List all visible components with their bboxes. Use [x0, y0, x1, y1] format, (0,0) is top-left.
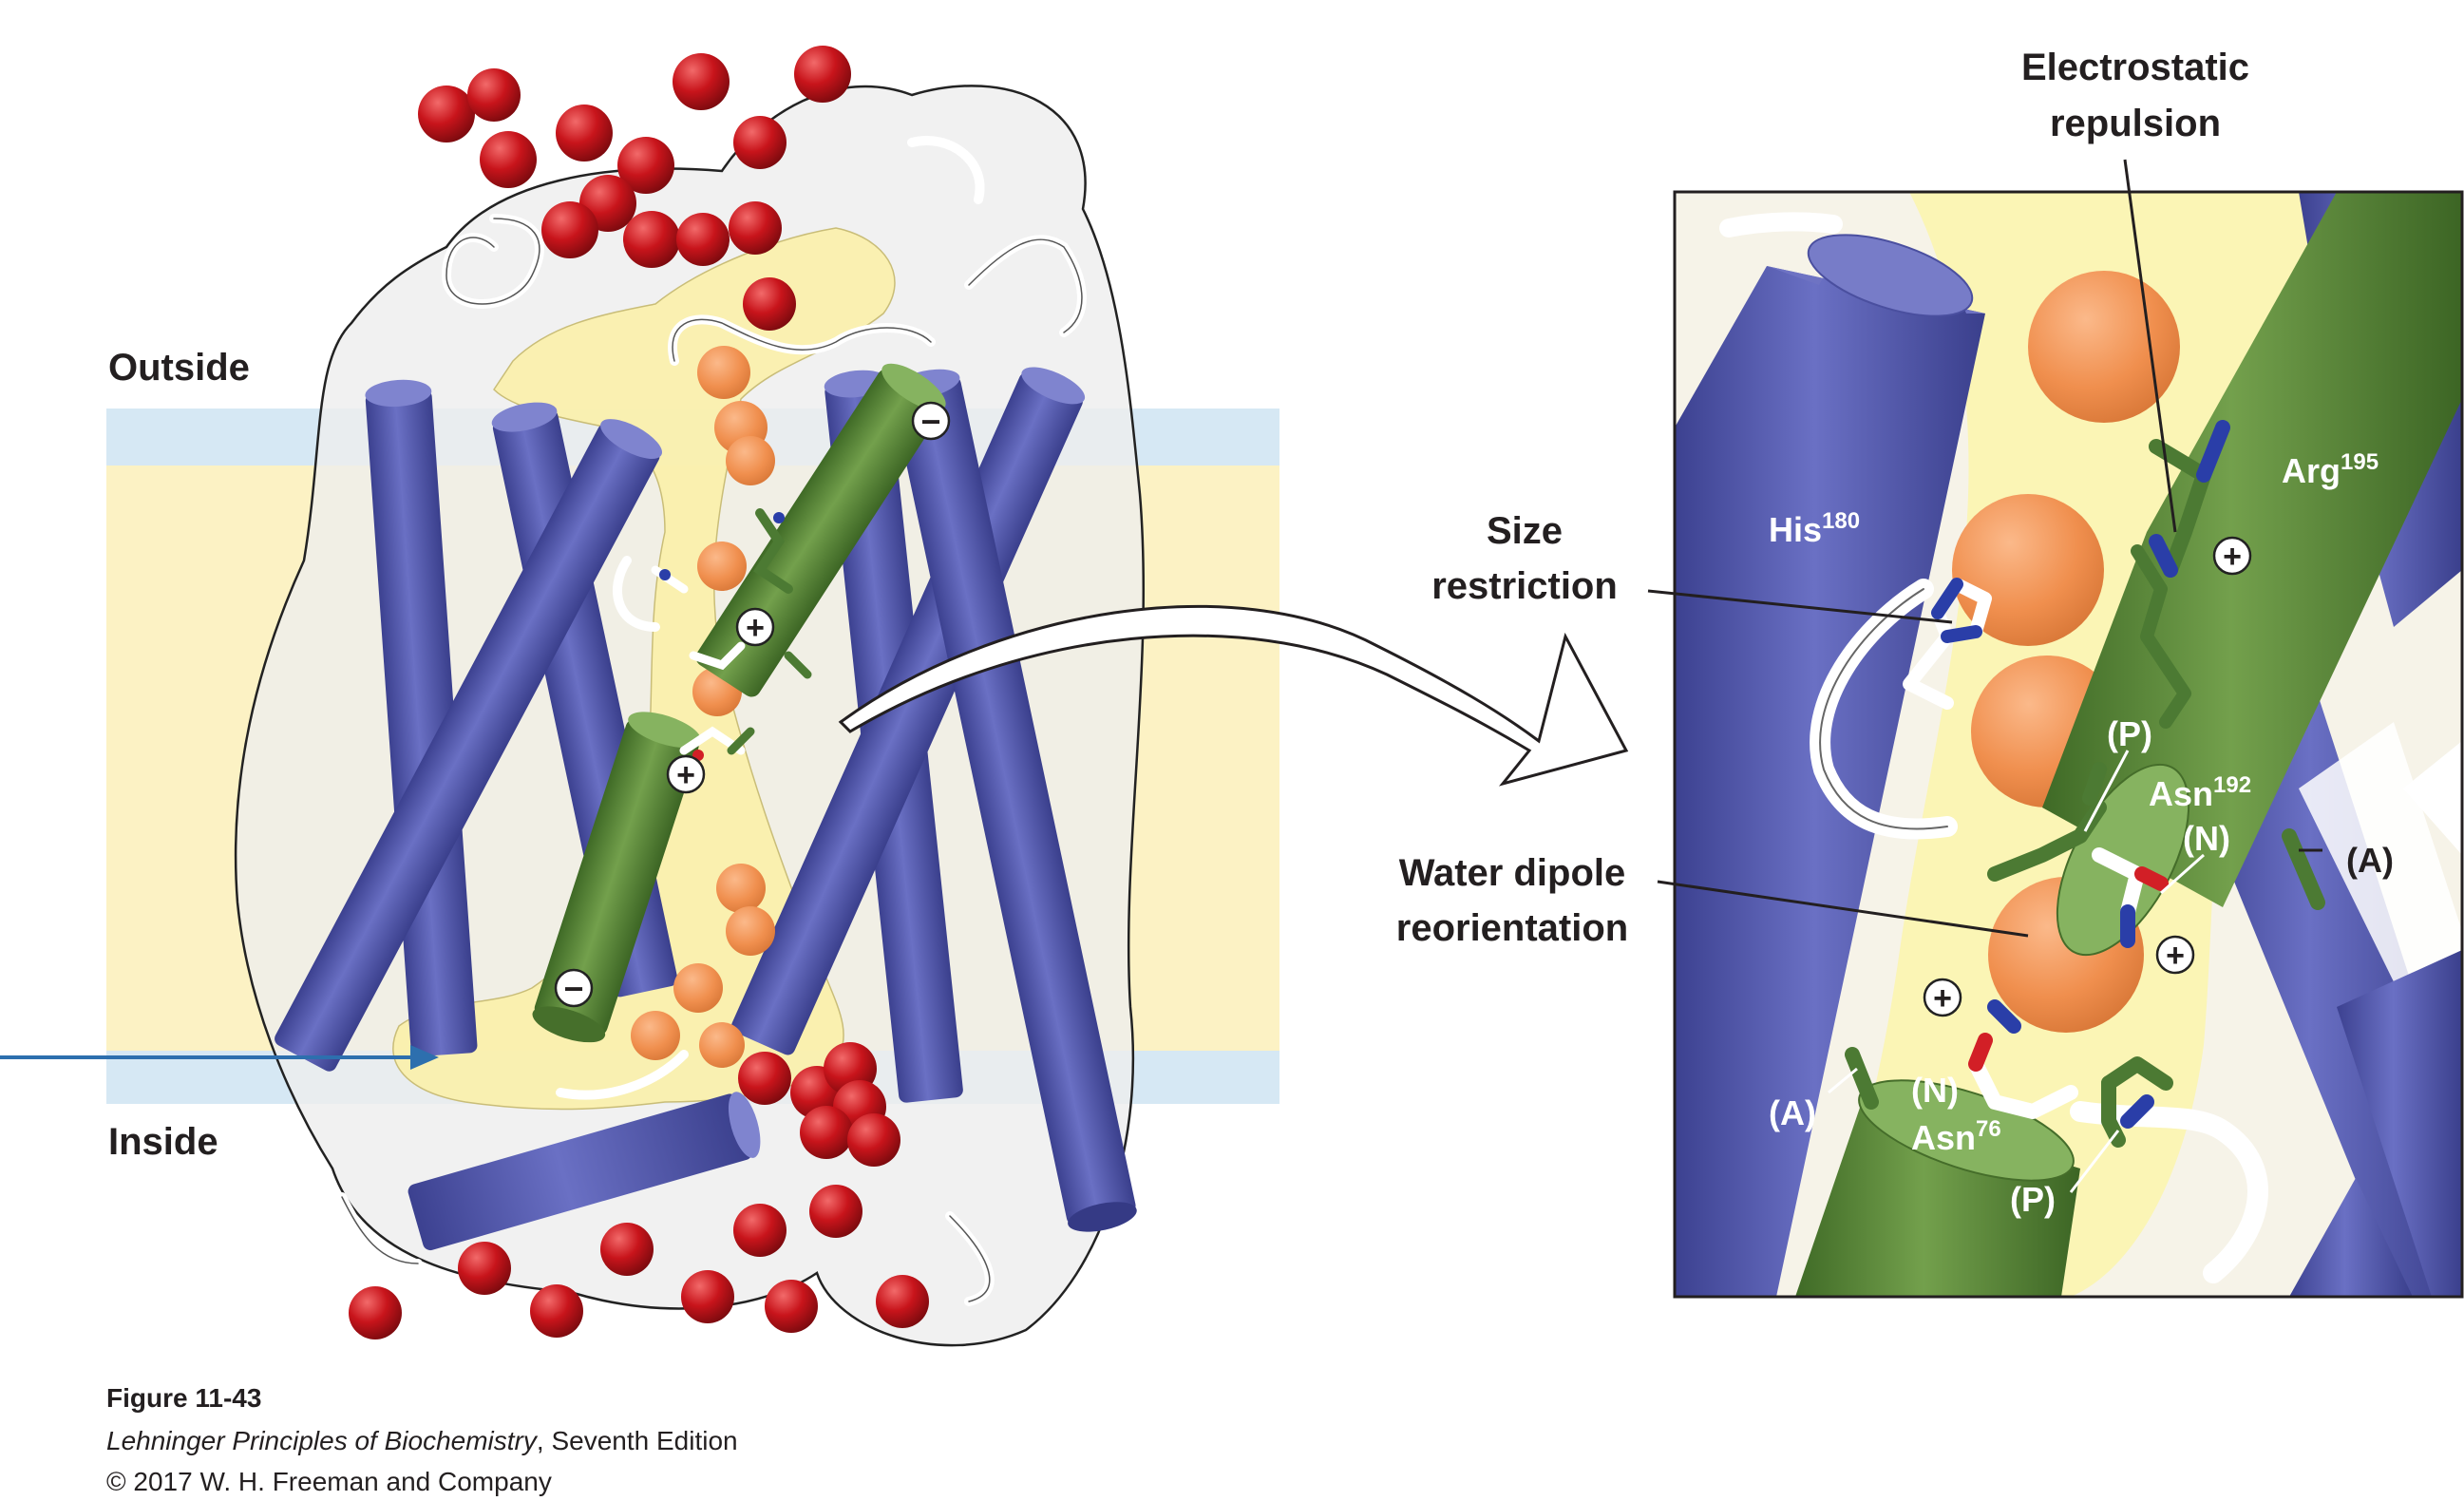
figure-copyright: © 2017 W. H. Freeman and Company	[106, 1467, 552, 1496]
inside-label: Inside	[108, 1121, 218, 1163]
inset-green-helix-lower	[1795, 1079, 2080, 1297]
label-a-left: (A)	[1769, 1093, 1816, 1132]
pore-water	[726, 906, 775, 956]
charge-negative-top: −	[911, 401, 951, 441]
inset-label-leaders	[1828, 750, 2205, 1193]
bulk-water	[541, 201, 598, 258]
bulk-water	[676, 213, 730, 266]
overview-panel: − + + − Outside Inside	[0, 46, 1629, 1347]
pore-water	[699, 1022, 745, 1068]
pore-water	[631, 1011, 680, 1060]
bulk-water	[349, 1286, 402, 1340]
bulk-water	[673, 53, 730, 110]
helix-blue-1	[365, 379, 478, 1057]
bulk-water	[809, 1185, 862, 1238]
atom-n	[659, 569, 671, 580]
bulk-water	[480, 131, 537, 188]
detail-inset: + + + His180 Arg195 Asn192 Asn76 (P) (N)…	[1396, 47, 2464, 1299]
bulk-water	[530, 1284, 583, 1338]
pore-waters	[631, 346, 775, 1068]
loop-outlines	[341, 218, 1083, 1302]
bulk-waters	[349, 46, 929, 1340]
book-title: Lehninger Principles of Biochemistry	[106, 1426, 537, 1455]
helix-blue-4	[275, 419, 662, 1072]
atom-n	[773, 512, 785, 523]
charge-symbol: +	[746, 610, 765, 646]
size-leader	[1647, 589, 1953, 624]
vestibule-pointer-arrow	[0, 1045, 439, 1070]
charge-negative-bottom: −	[554, 968, 594, 1008]
bulk-water	[738, 1052, 791, 1105]
charge-symbol: +	[1933, 980, 1952, 1016]
charge-positive-upper: +	[735, 607, 775, 647]
pore-water	[726, 436, 775, 485]
inset-side-chains	[1845, 420, 2325, 1148]
electrostatic-leader	[2123, 159, 2177, 533]
charge-symbol: +	[2166, 938, 2185, 974]
helix-green-lower	[532, 712, 701, 1043]
bulk-water	[743, 277, 796, 331]
asn192-label: Asn192	[2149, 772, 2251, 813]
bulk-water	[623, 211, 680, 268]
bulk-water	[876, 1275, 929, 1328]
pore-water	[673, 963, 723, 1013]
size-label-line1: Size	[1487, 510, 1563, 552]
his180-label: His180	[1769, 508, 1860, 549]
charge-symbol: +	[2223, 539, 2242, 575]
bulk-water	[794, 46, 851, 103]
label-n-upper: (N)	[2183, 819, 2230, 858]
electrostatic-label-line2: repulsion	[2050, 103, 2221, 144]
pore-water	[697, 346, 750, 399]
bulk-water	[847, 1113, 900, 1167]
inset-charges: + + +	[1923, 536, 2252, 1017]
charge-symbol: +	[676, 757, 695, 793]
label-n-lower: (N)	[1911, 1071, 1959, 1110]
book-edition: , Seventh Edition	[536, 1426, 738, 1455]
pore-water	[716, 864, 766, 913]
inset-frame	[1673, 190, 2464, 1299]
bulk-water	[617, 137, 674, 194]
bulk-water	[800, 1106, 853, 1159]
charge-symbol: −	[920, 402, 940, 441]
bulk-water	[733, 1204, 787, 1257]
bulk-water	[467, 68, 521, 122]
size-label-line2: restriction	[1431, 565, 1618, 607]
overview-side-chains	[651, 508, 812, 761]
label-p-upper: (P)	[2107, 714, 2152, 753]
arg195-label: Arg195	[2282, 449, 2379, 490]
asn76-label: Asn76	[1911, 1116, 2001, 1157]
bulk-water	[765, 1280, 818, 1333]
figure-source: Lehninger Principles of Biochemistry, Se…	[106, 1422, 738, 1460]
water-label-line2: reorientation	[1396, 907, 1628, 949]
inset-water	[2028, 271, 2180, 423]
water-leader	[1657, 880, 2029, 938]
charge-positive-asn76: +	[1923, 978, 1962, 1017]
overview-charges: − + + −	[554, 401, 951, 1008]
charge-symbol: −	[563, 969, 583, 1008]
bulk-water	[733, 116, 787, 169]
label-a-right: (A)	[2346, 841, 2394, 880]
bulk-water	[458, 1242, 511, 1295]
electrostatic-label-line1: Electrostatic	[2021, 47, 2249, 88]
bulk-water	[681, 1270, 734, 1323]
pore-water	[697, 542, 747, 591]
helix-blue-7-horizontal	[408, 1092, 761, 1251]
bulk-water	[600, 1223, 654, 1276]
charge-positive-arg195: +	[2212, 536, 2252, 576]
charge-positive-lower: +	[666, 754, 706, 794]
bulk-water	[729, 201, 782, 255]
label-p-lower: (P)	[2010, 1180, 2056, 1219]
charge-positive-asn192: +	[2155, 935, 2195, 975]
outside-label: Outside	[108, 347, 250, 389]
water-label-line1: Water dipole	[1399, 852, 1626, 894]
inset-water	[1952, 494, 2104, 646]
figure-number: Figure 11-43	[106, 1383, 262, 1413]
zoom-arrow	[838, 604, 1629, 787]
bulk-water	[556, 104, 613, 162]
bulk-water	[418, 86, 475, 142]
